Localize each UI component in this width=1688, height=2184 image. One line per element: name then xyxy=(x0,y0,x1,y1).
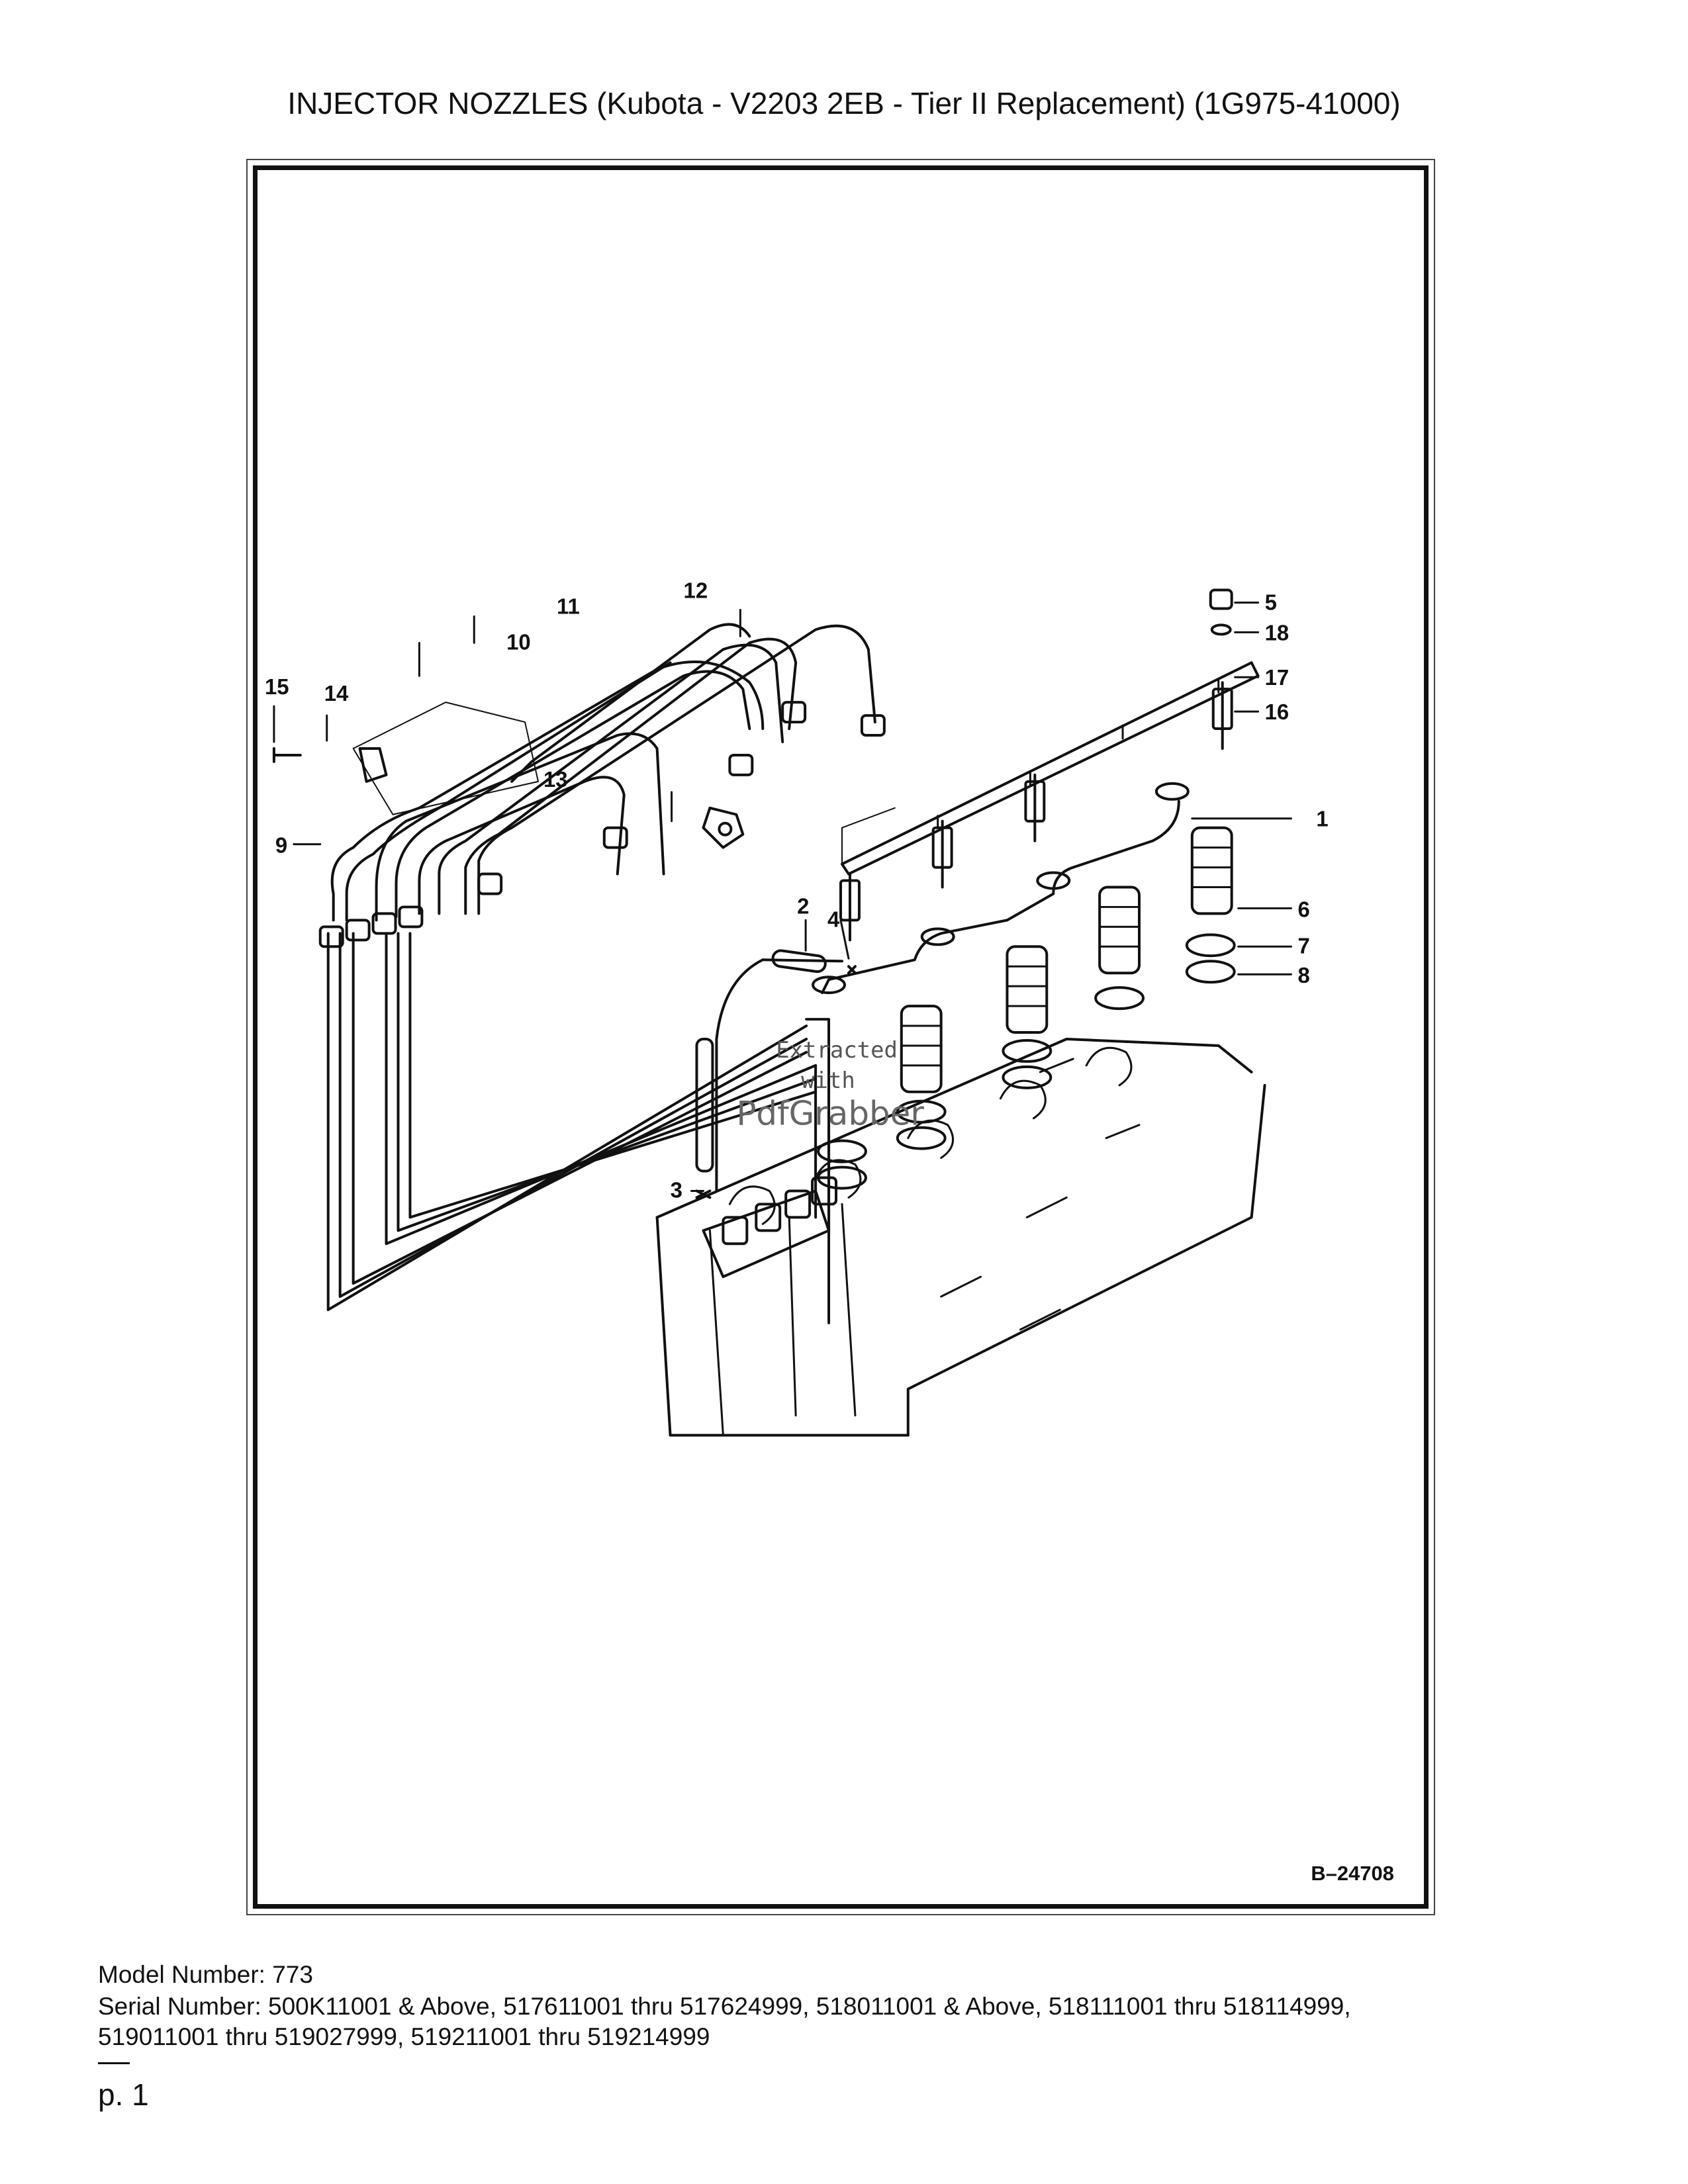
watermark-line-3: PdfGrabber xyxy=(736,1095,924,1133)
return-hose xyxy=(771,949,857,975)
injection-pipes-upper xyxy=(330,623,876,922)
callout-3: 3 xyxy=(671,1177,682,1202)
diagram-border xyxy=(253,165,1429,1909)
serial-number-line-1: Serial Number: 500K11001 & Above, 517611… xyxy=(98,1993,1351,2020)
callout-17: 17 xyxy=(1265,665,1289,690)
callout-14: 14 xyxy=(324,681,349,705)
callout-8: 8 xyxy=(1297,963,1309,987)
terminal-nut xyxy=(1209,588,1233,636)
figure-code: B–24708 xyxy=(1311,1862,1394,1885)
callout-12: 12 xyxy=(684,578,708,602)
watermark-line-1: Extracted xyxy=(776,1037,898,1063)
glow-plug-lead xyxy=(841,661,1260,876)
callout-5: 5 xyxy=(1265,590,1277,614)
callout-11: 11 xyxy=(557,594,580,618)
callout-7: 7 xyxy=(1297,933,1309,958)
pipe-clamps xyxy=(272,702,745,849)
cylinder-head-block xyxy=(655,1037,1266,1437)
callout-18: 18 xyxy=(1265,620,1289,645)
diagram-frame: 1 2 3 4 5 6 7 8 9 10 11 12 13 14 15 16 1… xyxy=(246,159,1435,1915)
callout-2: 2 xyxy=(797,893,809,918)
glow-plugs xyxy=(839,681,1233,942)
page-title: INJECTOR NOZZLES (Kubota - V2203 2EB - T… xyxy=(287,86,1401,120)
page-number: p. 1 xyxy=(98,2077,149,2112)
watermark-line-2: with xyxy=(801,1068,855,1093)
callout-leaders xyxy=(273,601,1292,1192)
callout-1: 1 xyxy=(1316,807,1328,831)
callout-10: 10 xyxy=(506,629,531,654)
callout-labels: 1 2 3 4 5 6 7 8 9 10 11 12 13 14 15 16 1… xyxy=(265,578,1329,1202)
exploded-parts-diagram: 1 2 3 4 5 6 7 8 9 10 11 12 13 14 15 16 1… xyxy=(265,578,1394,1885)
page-divider xyxy=(98,2062,130,2064)
leak-off-pipe xyxy=(812,782,1190,995)
injection-pipes-lower xyxy=(326,932,831,1312)
serial-number-line-2: 519011001 thru 519027999, 519211001 thru… xyxy=(98,2023,710,2050)
callout-9: 9 xyxy=(275,833,287,858)
callout-15: 15 xyxy=(265,674,289,699)
callout-4: 4 xyxy=(827,907,840,931)
callout-16: 16 xyxy=(1265,700,1289,724)
injection-pump-outlets xyxy=(702,1176,838,1279)
callout-13: 13 xyxy=(543,767,568,792)
pdfgrabber-watermark: Extracted with PdfGrabber xyxy=(736,1037,924,1133)
injector-nozzles xyxy=(900,826,1233,1093)
nozzle-gaskets xyxy=(817,933,1236,1190)
callout-6: 6 xyxy=(1297,897,1309,921)
overflow-hose xyxy=(695,1037,714,1199)
model-number: Model Number: 773 xyxy=(98,1961,313,1988)
pipe-nuts xyxy=(318,701,886,948)
return-pipe-assembly xyxy=(715,958,843,1325)
